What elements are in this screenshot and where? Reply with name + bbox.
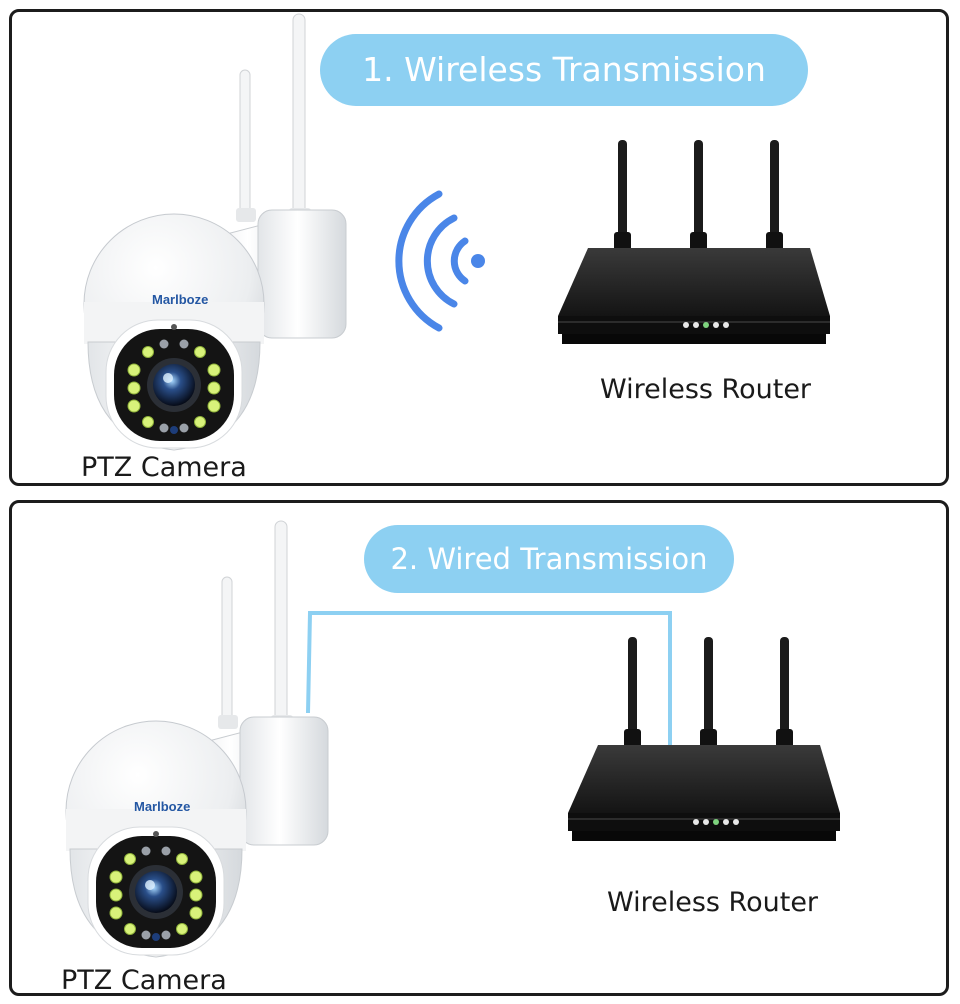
- panel-1-title: 1. Wireless Transmission: [320, 34, 808, 106]
- wifi-signal-icon: [399, 194, 485, 328]
- ptz-camera-icon: Marlboze: [66, 521, 328, 957]
- panel-2-title: 2. Wired Transmission: [364, 525, 734, 593]
- camera-label: PTZ Camera: [61, 965, 227, 996]
- wireless-transmission-panel: Marlboze 1. Wireless Transmission Wirele…: [9, 9, 949, 486]
- camera-label: PTZ Camera: [81, 452, 247, 483]
- camera-brand: Marlboze: [152, 292, 208, 307]
- router-icon: [558, 140, 830, 344]
- camera-brand: Marlboze: [134, 799, 190, 814]
- router-label: Wireless Router: [607, 887, 818, 918]
- router-label: Wireless Router: [600, 374, 811, 405]
- router-icon: [568, 637, 840, 841]
- cable-line: [308, 613, 670, 751]
- ptz-camera-icon: Marlboze: [84, 14, 346, 450]
- wired-transmission-panel: Marlboze 2. Wired Transmission Wireless …: [9, 500, 949, 996]
